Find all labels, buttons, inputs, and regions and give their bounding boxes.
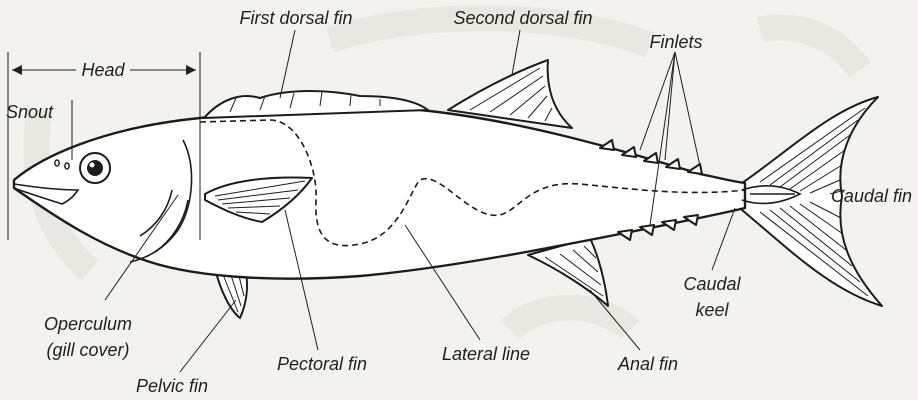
label-operculum-line1: Operculum bbox=[44, 314, 132, 334]
label-second-dorsal-fin: Second dorsal fin bbox=[453, 8, 592, 28]
label-first-dorsal-fin: First dorsal fin bbox=[239, 8, 352, 28]
label-pelvic-fin: Pelvic fin bbox=[136, 376, 208, 396]
fish-body bbox=[14, 107, 745, 278]
label-finlets: Finlets bbox=[649, 32, 702, 52]
label-caudal-fin: Caudal fin bbox=[831, 186, 912, 206]
label-caudal-keel-line1: Caudal bbox=[683, 274, 741, 294]
label-snout: Snout bbox=[6, 102, 54, 122]
label-pectoral-fin: Pectoral fin bbox=[277, 354, 367, 374]
label-operculum-line2: (gill cover) bbox=[46, 340, 129, 360]
label-lateral-line: Lateral line bbox=[442, 344, 530, 364]
label-caudal-keel-line2: keel bbox=[695, 300, 729, 320]
label-anal-fin: Anal fin bbox=[617, 354, 678, 374]
label-head: Head bbox=[81, 60, 125, 80]
